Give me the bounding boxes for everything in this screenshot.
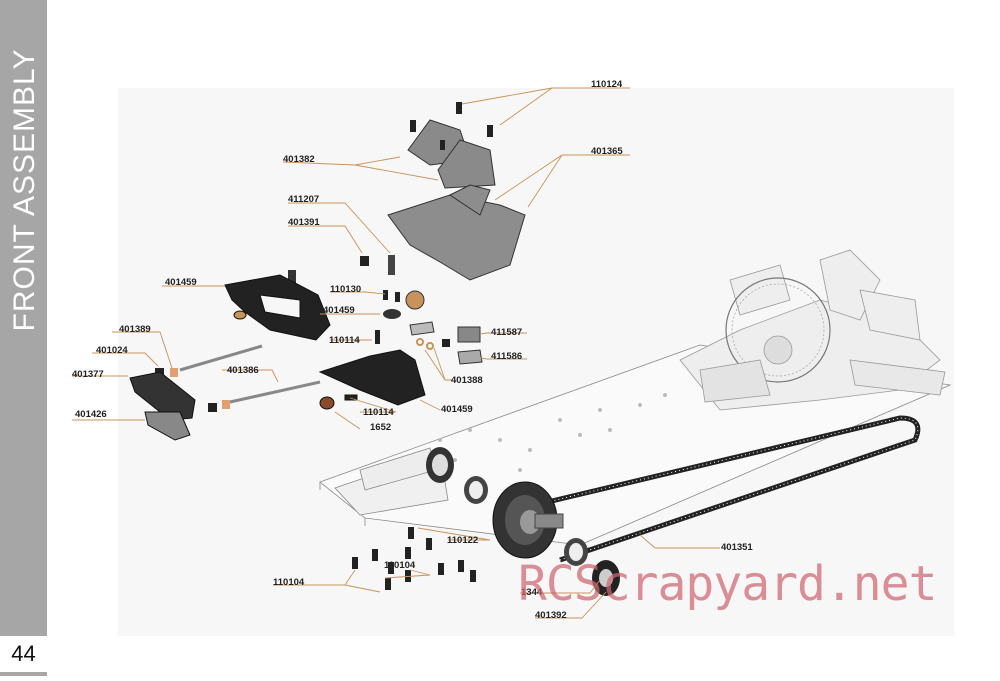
front-pulley (492, 481, 564, 559)
part-label-401459-upper: 401459 (165, 277, 197, 288)
page-number: 44 (0, 636, 47, 672)
part-label-401459-lower: 401459 (441, 404, 473, 415)
part-label-110114-lower: 110114 (363, 407, 394, 418)
part-label-110122: 110122 (447, 535, 479, 546)
part-label-110104-left: 110104 (273, 577, 305, 588)
part-label-401459-mid: 401459 (323, 305, 355, 316)
part-label-411207: 411207 (288, 194, 320, 205)
upper-bulkhead-large (387, 184, 526, 281)
upper-suspension-arm (224, 274, 331, 341)
part-label-401391: 401391 (288, 217, 320, 228)
front-arm-mount (129, 371, 196, 441)
part-label-1652: 1652 (370, 422, 392, 433)
part-label-110130: 110130 (330, 284, 362, 295)
section-title: FRONT ASSEMBLY (8, 48, 41, 332)
part-label-401392: 401392 (535, 610, 567, 621)
part-label-401388: 401388 (451, 375, 483, 386)
lower-suspension-arm (318, 349, 426, 410)
leader-lines (72, 87, 720, 619)
exploded-assembly-diagram: 110124 401382 401365 411207 401391 40145… (47, 0, 1000, 676)
small-parts (288, 255, 483, 365)
part-label-110114-upper: 110114 (329, 335, 360, 346)
part-label-1344: 1344 (521, 587, 543, 598)
part-label-401389: 401389 (119, 324, 151, 335)
part-label-110104-center: 110104 (384, 560, 416, 571)
part-label-401365: 401365 (591, 146, 623, 157)
part-label-411587: 411587 (491, 327, 523, 338)
part-label-411586: 411586 (491, 351, 523, 362)
part-label-401351: 401351 (721, 542, 753, 553)
part-label-401382: 401382 (283, 154, 315, 165)
upper-bulkhead-small (407, 119, 496, 189)
rear-drivetrain (679, 249, 946, 411)
hinge-pins (179, 344, 321, 404)
chassis-holes (438, 393, 667, 472)
part-label-110124: 110124 (591, 79, 623, 90)
part-label-401377: 401377 (72, 369, 104, 380)
watermark: RCScrapyard.net (518, 556, 937, 612)
diagram-drawing (72, 87, 954, 636)
part-label-401426: 401426 (75, 409, 107, 420)
screws (352, 102, 493, 590)
bearings (426, 447, 620, 596)
section-sidebar: FRONT ASSEMBLY (0, 0, 47, 676)
part-label-401386: 401386 (227, 365, 259, 376)
part-label-401024: 401024 (96, 345, 128, 356)
